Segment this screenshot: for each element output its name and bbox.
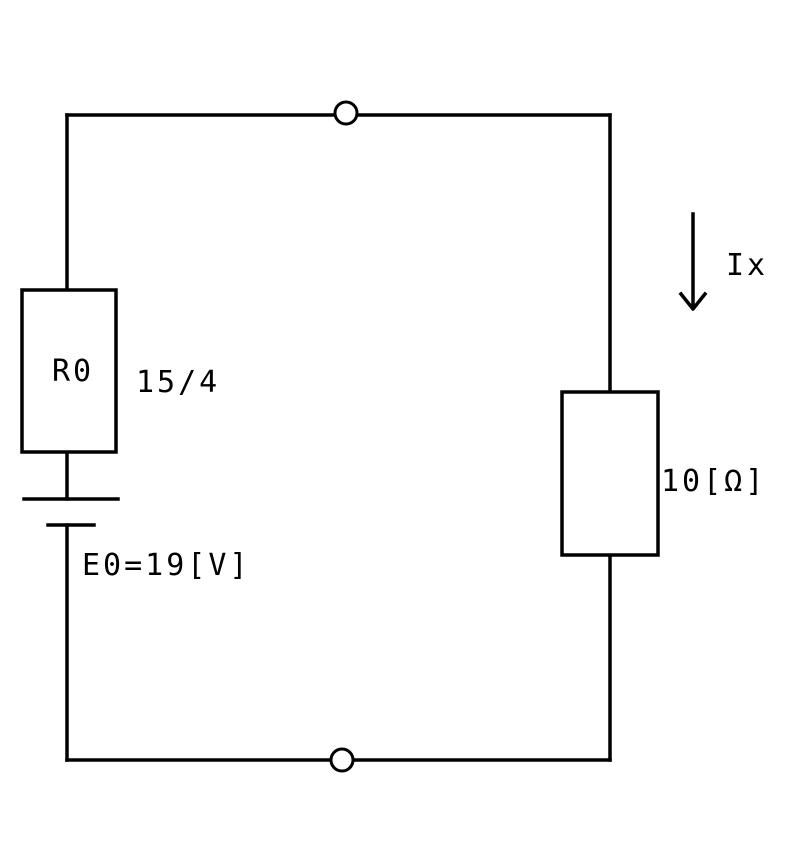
label-r0-name: R0 — [52, 354, 94, 389]
wires — [65, 113, 612, 762]
resistor-r0 — [20, 288, 118, 454]
terminal-bottom — [329, 747, 355, 773]
label-e0: E0=19[V] — [82, 548, 251, 583]
resistor-load — [560, 390, 660, 557]
current-arrow-icon — [678, 212, 708, 311]
terminal-top — [333, 100, 359, 126]
label-current: Ix — [726, 248, 768, 283]
battery-e0 — [22, 497, 120, 527]
label-load-value: 10[Ω] — [661, 464, 766, 499]
label-r0-value: 15/4 — [136, 365, 220, 400]
